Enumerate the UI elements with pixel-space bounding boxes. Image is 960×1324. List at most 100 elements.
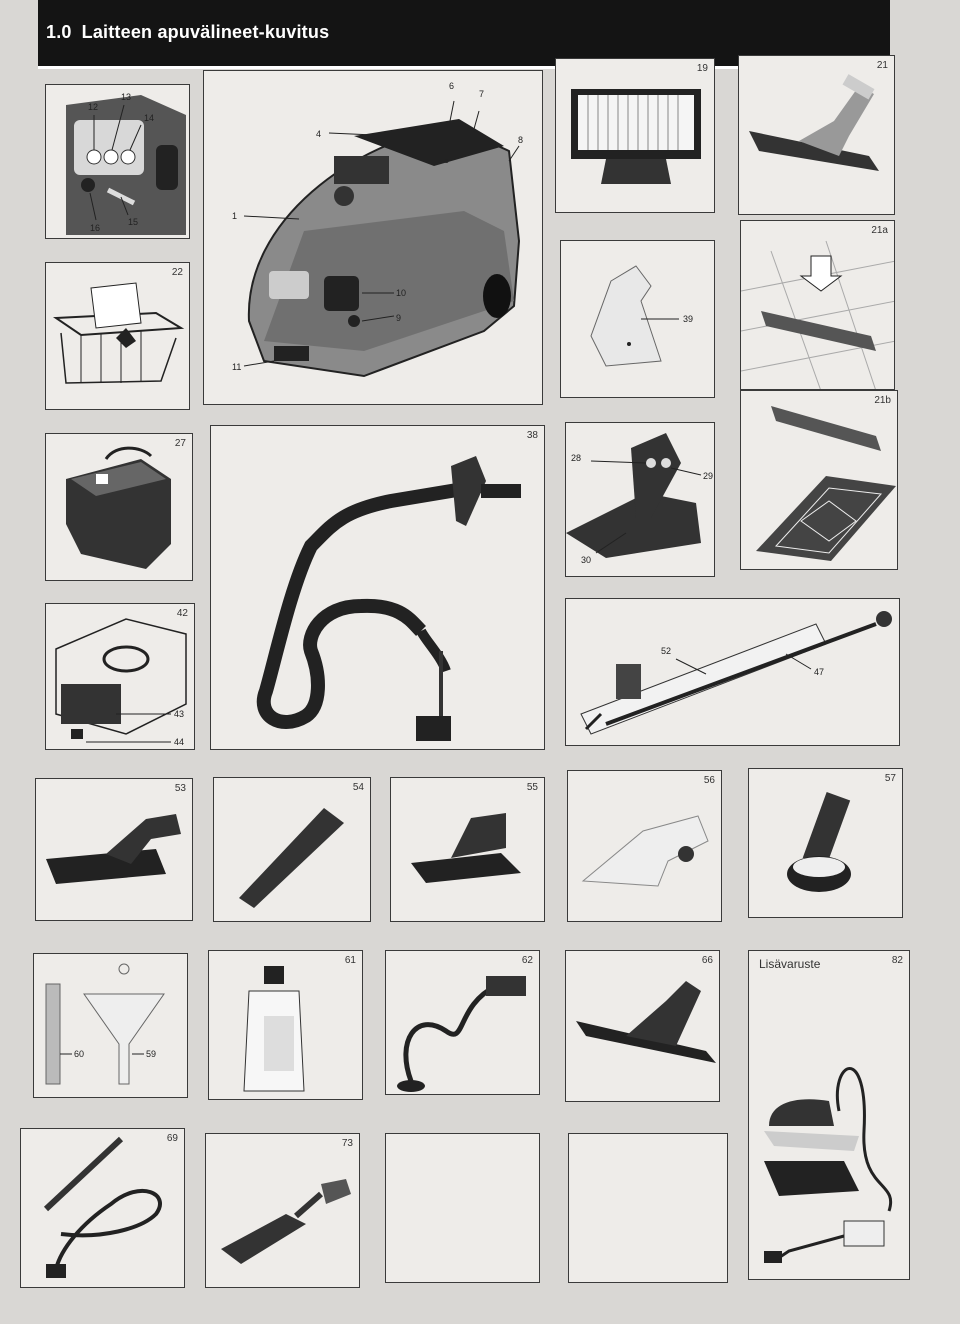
label-12: 12 [88,102,98,112]
panel-53-floor-tool: 53 [35,778,193,921]
steam-nozzle-drawing [43,1136,162,1278]
figure-number: 21a [871,225,888,236]
label-7: 7 [479,89,484,99]
label-59: 59 [146,1049,156,1059]
hand-nozzle-drawing [397,976,526,1092]
brush-nozzle-drawing [221,1179,351,1264]
handle-drawing: 28 29 30 [566,433,713,565]
figure-number: 61 [344,955,356,966]
label-29: 29 [703,471,713,481]
funnel-drawing: 60 59 [45,963,165,1085]
label-9: 9 [396,313,401,323]
label-60: 60 [74,1049,84,1059]
upholstery-nozzle-drawing: 39 [590,265,693,367]
carpet-drawing [756,406,896,561]
panel-54-crevice-nozzle: 54 [213,777,371,922]
section-number: 1.0 [46,22,72,42]
label-6: 6 [449,81,454,91]
figure-number: 27 [174,438,186,449]
panel-61-detergent: 61 [208,950,363,1100]
label-15: 15 [128,217,138,227]
panel-main-unit: 1 4 5 6 7 8 9 10 11 [203,70,543,405]
floor-nozzle-66-drawing [576,981,716,1063]
panel-57-round-brush: 57 [748,768,903,918]
panel-control-closeup: 12 13 14 15 16 [45,84,190,239]
iron-drawing [764,1067,893,1263]
figure-number: 21 [876,60,888,71]
panel-21a-tiles: 21a [740,220,895,390]
panel-62-hand-nozzle: 62 [385,950,540,1095]
label-5: 5 [444,155,449,165]
panel-82-accessory: Lisävaruste 82 [748,950,910,1280]
label-1: 1 [232,211,237,221]
basket-drawing [52,282,185,384]
tiles-drawing [741,240,894,389]
figure-number: 62 [521,955,533,966]
round-brush-drawing [787,792,851,892]
label-13: 13 [121,92,131,102]
panel-38-hose: 38 [210,425,545,750]
control-panel-drawing: 12 13 14 15 16 [66,92,186,235]
figure-number: 73 [341,1138,353,1149]
label-52: 52 [661,646,671,656]
label-14: 14 [144,113,154,123]
panel-27-container: 27 [45,433,193,581]
panel-21b-carpet: 21b [740,390,898,570]
section-title: 1.0 Laitteen apuvälineet-kuvitus [46,22,329,43]
label-43: 43 [174,709,184,719]
label-28: 28 [571,453,581,463]
label-4: 4 [316,129,321,139]
panel-69-steam-nozzle: 69 [20,1128,185,1288]
figure-number: 38 [526,430,538,441]
figure-number: 22 [171,267,183,278]
panel-60-59-funnel: 60 59 [33,953,188,1098]
floor-tool-drawing [46,814,181,884]
label-11: 11 [232,362,241,372]
floor-nozzle-drawing [749,74,879,171]
filter-drawing [571,89,701,184]
figure-number: 57 [884,773,896,784]
hose-drawing [256,456,521,741]
figure-number: 53 [174,783,186,794]
figure-number: 82 [891,955,903,966]
panel-empty-1 [385,1133,540,1283]
figure-number: 56 [703,775,715,786]
panel-73-brush-nozzle: 73 [205,1133,360,1288]
figure-number: 55 [526,782,538,793]
panel-28-30-handle: 28 29 30 [565,422,715,577]
figure-number: 54 [352,782,364,793]
panel-66-floor-nozzle: 66 [565,950,720,1102]
panel-56-upholstery-tool: 56 [567,770,722,922]
container-drawing [66,446,171,569]
label-8: 8 [518,135,523,145]
label-10: 10 [396,288,406,298]
label-44: 44 [174,737,184,747]
accessory-caption: Lisävaruste [759,957,821,971]
figure-number: 19 [696,63,708,74]
crevice-nozzle-drawing [239,808,344,908]
main-unit-drawing: 1 4 5 6 7 8 9 10 11 [232,81,523,378]
panel-42-tank: 42 43 44 [45,603,195,750]
section-header: 1.0 Laitteen apuvälineet-kuvitus [38,0,890,69]
label-16: 16 [90,223,100,233]
panel-52-47-tube: 52 47 [565,598,900,746]
label-47: 47 [814,667,824,677]
panel-55-wet-nozzle: 55 [390,777,545,922]
label-39: 39 [683,314,693,324]
tank-drawing: 43 44 [55,618,187,747]
upholstery-tool-drawing [581,815,709,887]
tube-drawing: 52 47 [580,611,892,735]
panel-21-floor-nozzle: 21 [738,55,895,215]
figure-number: 21b [874,395,891,406]
section-title-text: Laitteen apuvälineet-kuvitus [81,22,330,42]
panel-19-filter: 19 [555,58,715,213]
wet-nozzle-drawing [411,813,521,883]
figure-number: 66 [701,955,713,966]
figure-number: 69 [166,1133,178,1144]
panel-39-upholstery-nozzle: 39 [560,240,715,398]
label-30: 30 [581,555,591,565]
detergent-bottle-drawing [243,966,305,1092]
panel-22-basket: 22 [45,262,190,410]
figure-number: 42 [176,608,188,619]
panel-empty-2 [568,1133,728,1283]
